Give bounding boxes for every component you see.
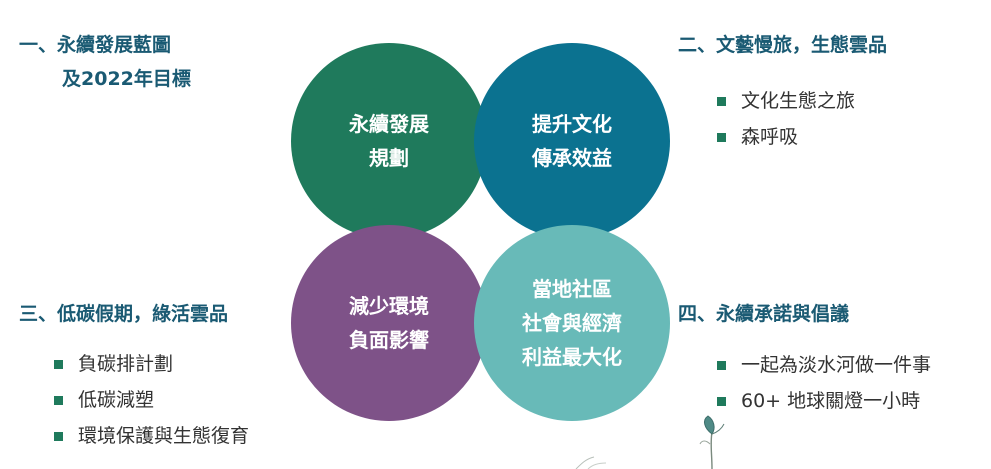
- list-item-label: 文化生態之旅: [741, 90, 856, 112]
- bullet-square-icon: [54, 432, 63, 441]
- circle-label-line: 永續發展: [349, 112, 429, 136]
- bullet-square-icon: [717, 97, 726, 106]
- list-item: 60+ 地球關燈一小時: [717, 383, 931, 419]
- circle-label-line: 減少環境: [349, 294, 429, 318]
- list-item: 環境保護與生態復育: [54, 418, 249, 454]
- list-item: 負碳排計劃: [54, 346, 249, 382]
- section-3-list: 負碳排計劃 低碳減塑 環境保護與生態復育: [54, 346, 249, 454]
- bullet-square-icon: [54, 360, 63, 369]
- plant-sprout-icon: [699, 415, 725, 469]
- section-1-title-line1: 一、永續發展藍圖: [19, 34, 172, 56]
- bullet-square-icon: [717, 133, 726, 142]
- circle-label-line: 當地社區: [532, 277, 612, 301]
- section-4-list: 一起為淡水河做一件事 60+ 地球關燈一小時: [717, 347, 931, 419]
- circle-label-line: 規劃: [369, 146, 409, 170]
- circle-sustainable-planning: 永續發展 規劃: [291, 43, 487, 239]
- list-item: 低碳減塑: [54, 382, 249, 418]
- list-item-label: 60+ 地球關燈一小時: [741, 390, 921, 412]
- bullet-square-icon: [717, 397, 726, 406]
- circle-label-line: 提升文化: [532, 112, 612, 136]
- circle-reduce-environmental-impact: 減少環境 負面影響: [291, 225, 487, 421]
- circle-label-line: 負面影響: [349, 328, 429, 352]
- section-4-title: 四、永續承諾與倡議: [678, 303, 850, 325]
- list-item-label: 低碳減塑: [78, 389, 155, 411]
- section-3-title: 三、低碳假期，綠活雲品: [19, 303, 229, 325]
- section-2-title: 二、文藝慢旅，生態雲品: [678, 34, 888, 56]
- section-1-title-line2: 及2022年目標: [62, 68, 191, 90]
- bullet-square-icon: [54, 396, 63, 405]
- grass-sketch-icon: [575, 456, 607, 469]
- circle-community-benefit: 當地社區 社會與經濟 利益最大化: [474, 225, 670, 421]
- list-item-label: 森呼吸: [741, 126, 799, 148]
- bullet-square-icon: [717, 361, 726, 370]
- circle-label-line: 利益最大化: [522, 345, 622, 369]
- list-item-label: 負碳排計劃: [78, 353, 174, 375]
- list-item: 一起為淡水河做一件事: [717, 347, 931, 383]
- circle-label-line: 傳承效益: [532, 146, 612, 170]
- section-2-list: 文化生態之旅 森呼吸: [717, 83, 855, 155]
- section-1-title: 一、永續發展藍圖: [19, 28, 171, 62]
- list-item-label: 一起為淡水河做一件事: [741, 354, 932, 376]
- list-item: 森呼吸: [717, 119, 855, 155]
- circle-cultural-heritage: 提升文化 傳承效益: [474, 43, 670, 239]
- circle-label-line: 社會與經濟: [522, 311, 622, 335]
- section-1-subtitle: 及2022年目標: [62, 62, 191, 96]
- list-item: 文化生態之旅: [717, 83, 855, 119]
- list-item-label: 環境保護與生態復育: [78, 425, 250, 447]
